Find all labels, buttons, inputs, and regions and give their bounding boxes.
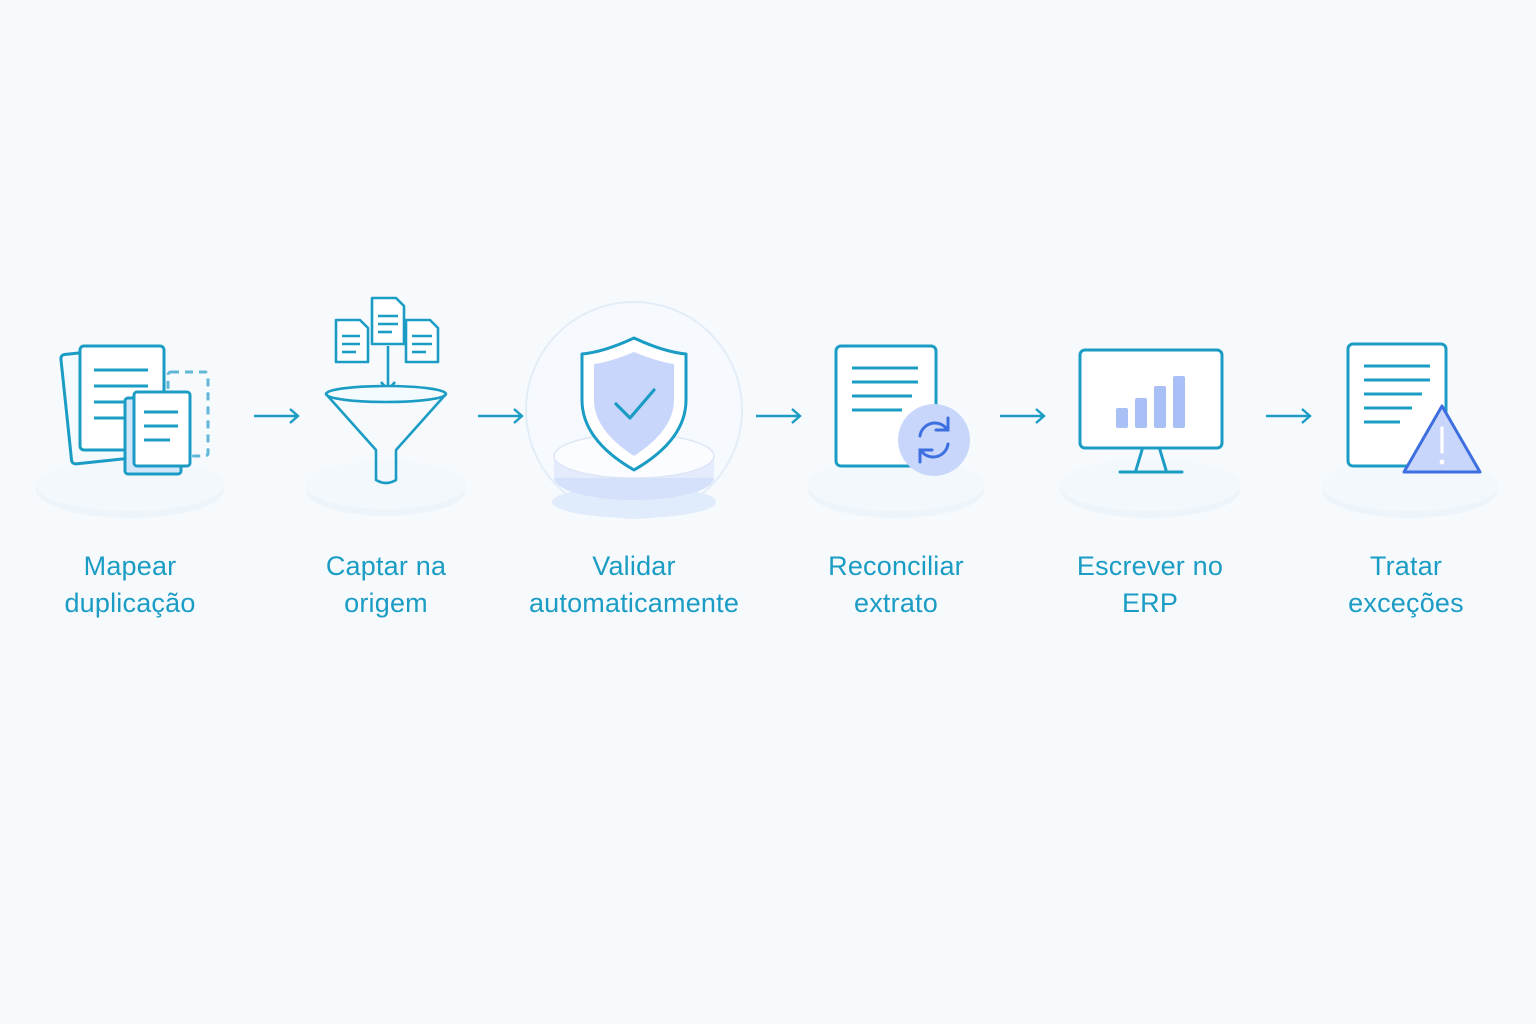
step-label: Escrever no ERP — [1076, 551, 1224, 618]
step-captar: Captar na origem — [256, 280, 516, 640]
step-label: Mapear duplicação — [64, 551, 196, 618]
document-warning-icon — [1322, 342, 1498, 518]
monitor-chart-icon — [1060, 348, 1240, 518]
step-label: Captar na origem — [325, 551, 447, 618]
duplicate-documents-icon — [36, 344, 224, 518]
arrow-right-icon — [1000, 408, 1046, 424]
arrow-right-icon — [756, 408, 802, 424]
step-escrever: Escrever no ERP — [1020, 280, 1280, 640]
step-reconciliar: Reconciliar extrato — [766, 280, 1026, 640]
step-label: Reconciliar extrato — [828, 551, 964, 618]
step-mapear: Mapear duplicação — [0, 280, 260, 640]
arrow-right-icon — [478, 408, 524, 424]
document-sync-icon — [808, 344, 984, 518]
arrow-right-icon — [254, 408, 300, 424]
step-tratar: Tratar exceções — [1276, 280, 1536, 640]
funnel-documents-icon — [306, 296, 466, 516]
step-label: Tratar exceções — [1348, 551, 1464, 618]
arrow-right-icon — [1266, 408, 1312, 424]
shield-check-icon — [525, 301, 743, 519]
step-validar: Validar automaticamente — [504, 280, 764, 640]
step-label: Validar automaticamente — [528, 551, 740, 618]
